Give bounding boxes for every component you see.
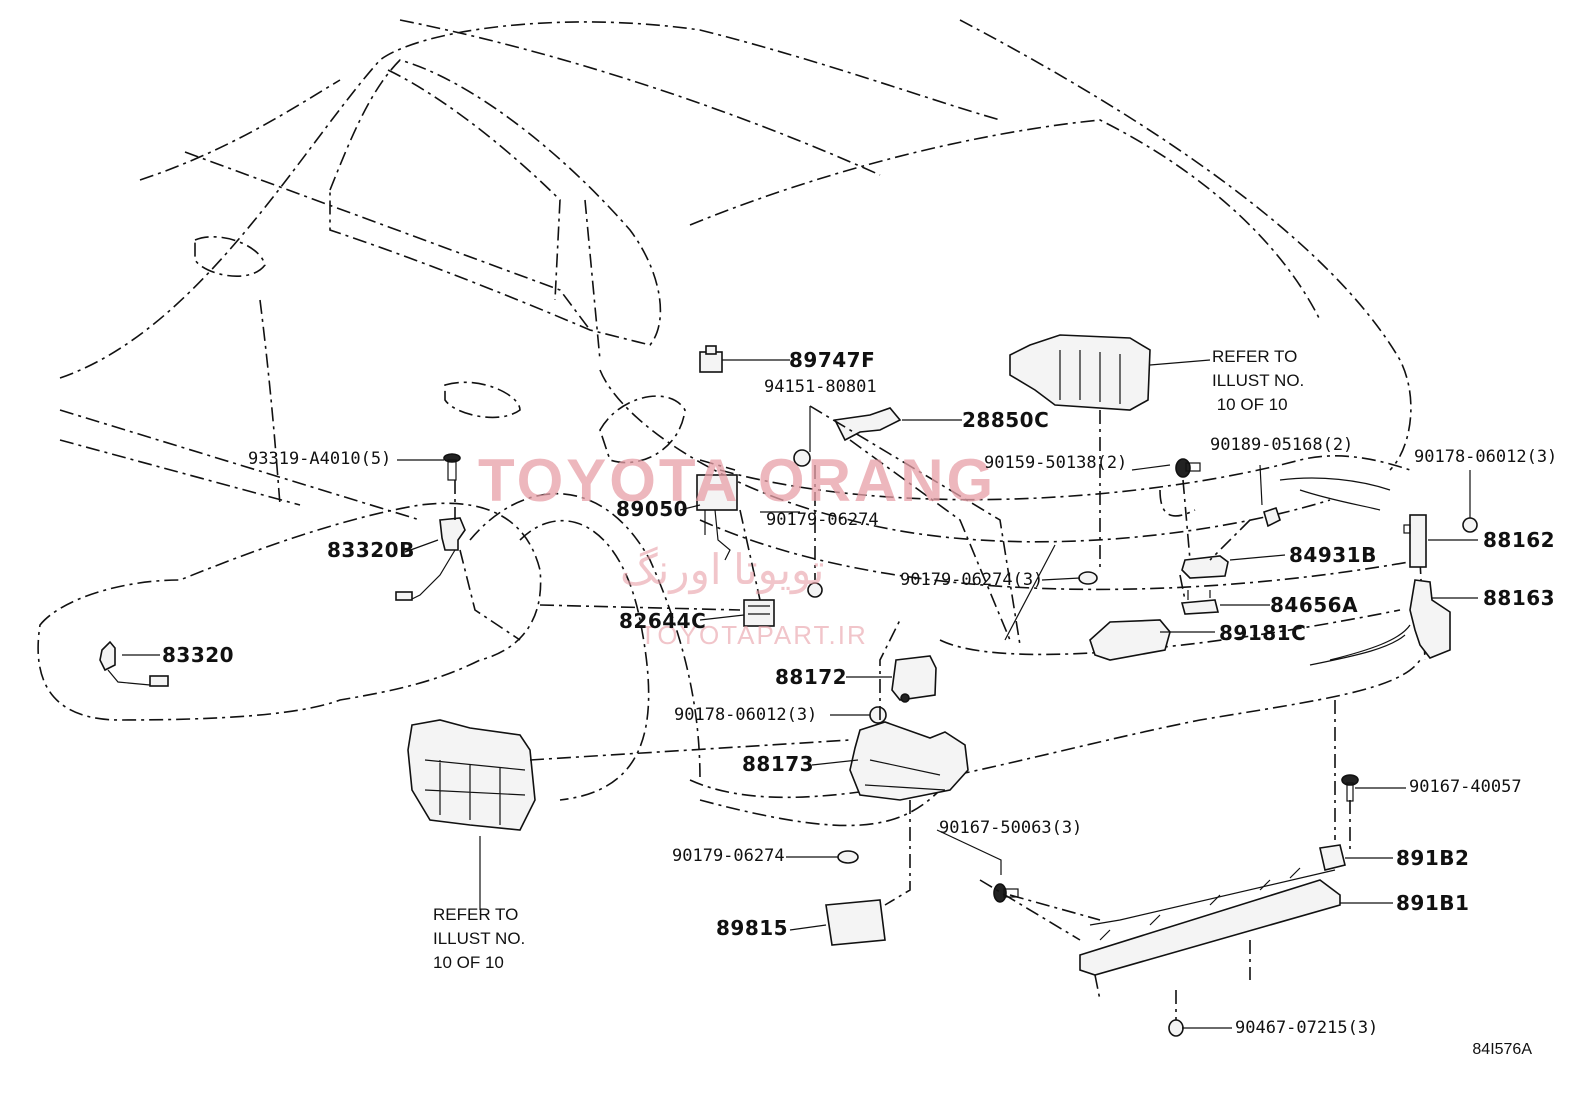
watermark-url: TOYOTAPART.IR — [640, 620, 868, 650]
diagram-code: 84I576A — [1472, 1041, 1532, 1058]
label-89050: 89050 — [616, 497, 689, 521]
part-89815 — [825, 899, 886, 946]
tail-lamp-lower — [1279, 477, 1391, 511]
part-88162 — [1403, 514, 1427, 568]
trunk-rear-edge — [959, 19, 1412, 471]
bumper-bottom — [699, 789, 941, 827]
label-84656A: 84656A — [1270, 593, 1359, 617]
bolt-93319 — [443, 453, 461, 481]
bolt-90167-40057 — [1341, 774, 1359, 802]
wheelhouse-liner — [37, 502, 542, 721]
nut-90178-c — [869, 706, 887, 724]
bolt-90159 — [1175, 458, 1201, 478]
nut-90179-a — [807, 582, 823, 598]
label-90159-50138: 90159-50138(2) — [984, 453, 1128, 473]
roof-line-inner — [139, 79, 341, 181]
label-89747F: 89747F — [789, 348, 876, 372]
tail-lamp-upper — [719, 455, 1411, 501]
body-side — [599, 369, 1331, 543]
part-ecu-box-top — [1009, 334, 1151, 411]
label-891B1: 891B1 — [1396, 891, 1470, 915]
fuel-door — [599, 395, 686, 464]
part-891B2 — [1089, 844, 1346, 926]
label-88163: 88163 — [1483, 586, 1556, 610]
side-character-line — [59, 409, 421, 521]
part-82644C — [743, 599, 775, 627]
label-82644C: 82644C — [619, 609, 707, 633]
label-90467-07215: 90467-07215(3) — [1235, 1018, 1379, 1038]
label-90189-05168: 90189-05168(2) — [1210, 435, 1354, 455]
label-94151-80801: 94151-80801 — [764, 377, 877, 397]
label-88162: 88162 — [1483, 528, 1556, 552]
label-88173: 88173 — [742, 752, 815, 776]
part-89050 — [696, 474, 738, 561]
door-handle-rear — [444, 381, 521, 419]
label-89815: 89815 — [716, 916, 789, 940]
nut-90178-r — [1462, 517, 1478, 533]
watermark-persian: تویوتا اورنگ — [620, 546, 825, 593]
part-28850C — [833, 407, 902, 442]
label-88172: 88172 — [775, 665, 848, 689]
part-88172 — [891, 655, 937, 703]
part-83320 — [99, 640, 169, 687]
part-89747F — [699, 345, 723, 373]
label-90179-06274-c: 90179-06274 — [672, 846, 785, 866]
label-93319-A4010: 93319-A4010(5) — [248, 449, 392, 469]
label-90178-06012-right: 90178-06012(3) — [1414, 447, 1558, 467]
diffuser-line — [1309, 624, 1411, 666]
wheel-arch — [469, 492, 701, 781]
label-84931B: 84931B — [1289, 543, 1377, 567]
part-relay-block — [407, 719, 536, 831]
bumper-mid — [939, 609, 1401, 656]
rear-window — [329, 59, 662, 346]
bolt-90167-50063 — [993, 883, 1019, 903]
label-28850C: 28850C — [962, 408, 1050, 432]
trunk-seam — [1004, 544, 1056, 641]
label-90167-40057: 90167-40057 — [1409, 777, 1522, 797]
nut-94151 — [793, 449, 811, 467]
door-window-line — [184, 151, 591, 331]
part-84656A — [1180, 590, 1220, 615]
label-90179-06274-a: 90179-06274 — [766, 510, 879, 530]
part-88163 — [1409, 579, 1451, 659]
watermark-main: TOYOTA ORANG — [478, 447, 997, 514]
label-891B2: 891B2 — [1396, 846, 1470, 870]
label-83320: 83320 — [162, 643, 235, 667]
part-89181C — [1089, 619, 1171, 661]
roof-edge-right — [399, 19, 881, 176]
part-88173 — [849, 721, 969, 801]
assembly-lines — [454, 405, 1351, 1020]
label-90179-06274-b: 90179-06274(3) — [900, 570, 1044, 590]
bolt-90467 — [1168, 1019, 1184, 1037]
part-83320B — [395, 517, 466, 601]
door-handle-front — [194, 236, 266, 277]
wheel-arch-inner — [519, 519, 650, 801]
trunk-top — [689, 119, 1321, 321]
rear-window-inner — [387, 69, 561, 301]
part-84931B — [1181, 555, 1229, 579]
label-90167-50063: 90167-50063(3) — [939, 818, 1083, 838]
leaders — [122, 359, 1478, 1029]
c-pillar — [584, 199, 601, 361]
label-89181C: 89181C — [1219, 621, 1307, 645]
refer-note-bottom: REFER TO ILLUST NO. 10 OF 10 — [433, 905, 526, 972]
part-891B1-bracket — [1079, 867, 1341, 976]
inner-panel — [1159, 489, 1196, 517]
clip-90189 — [1263, 506, 1281, 528]
label-83320B: 83320B — [327, 538, 415, 562]
bumper-lower — [689, 659, 1421, 799]
nut-90179-c — [837, 850, 859, 864]
label-90178-06012-center: 90178-06012(3) — [674, 705, 818, 725]
bumper-top — [699, 519, 1421, 591]
door-edge — [259, 299, 281, 506]
roof-line — [59, 21, 1001, 379]
nut-90179-b — [1078, 571, 1098, 585]
refer-note-top: REFER TO ILLUST NO. 10 OF 10 — [1212, 347, 1305, 414]
